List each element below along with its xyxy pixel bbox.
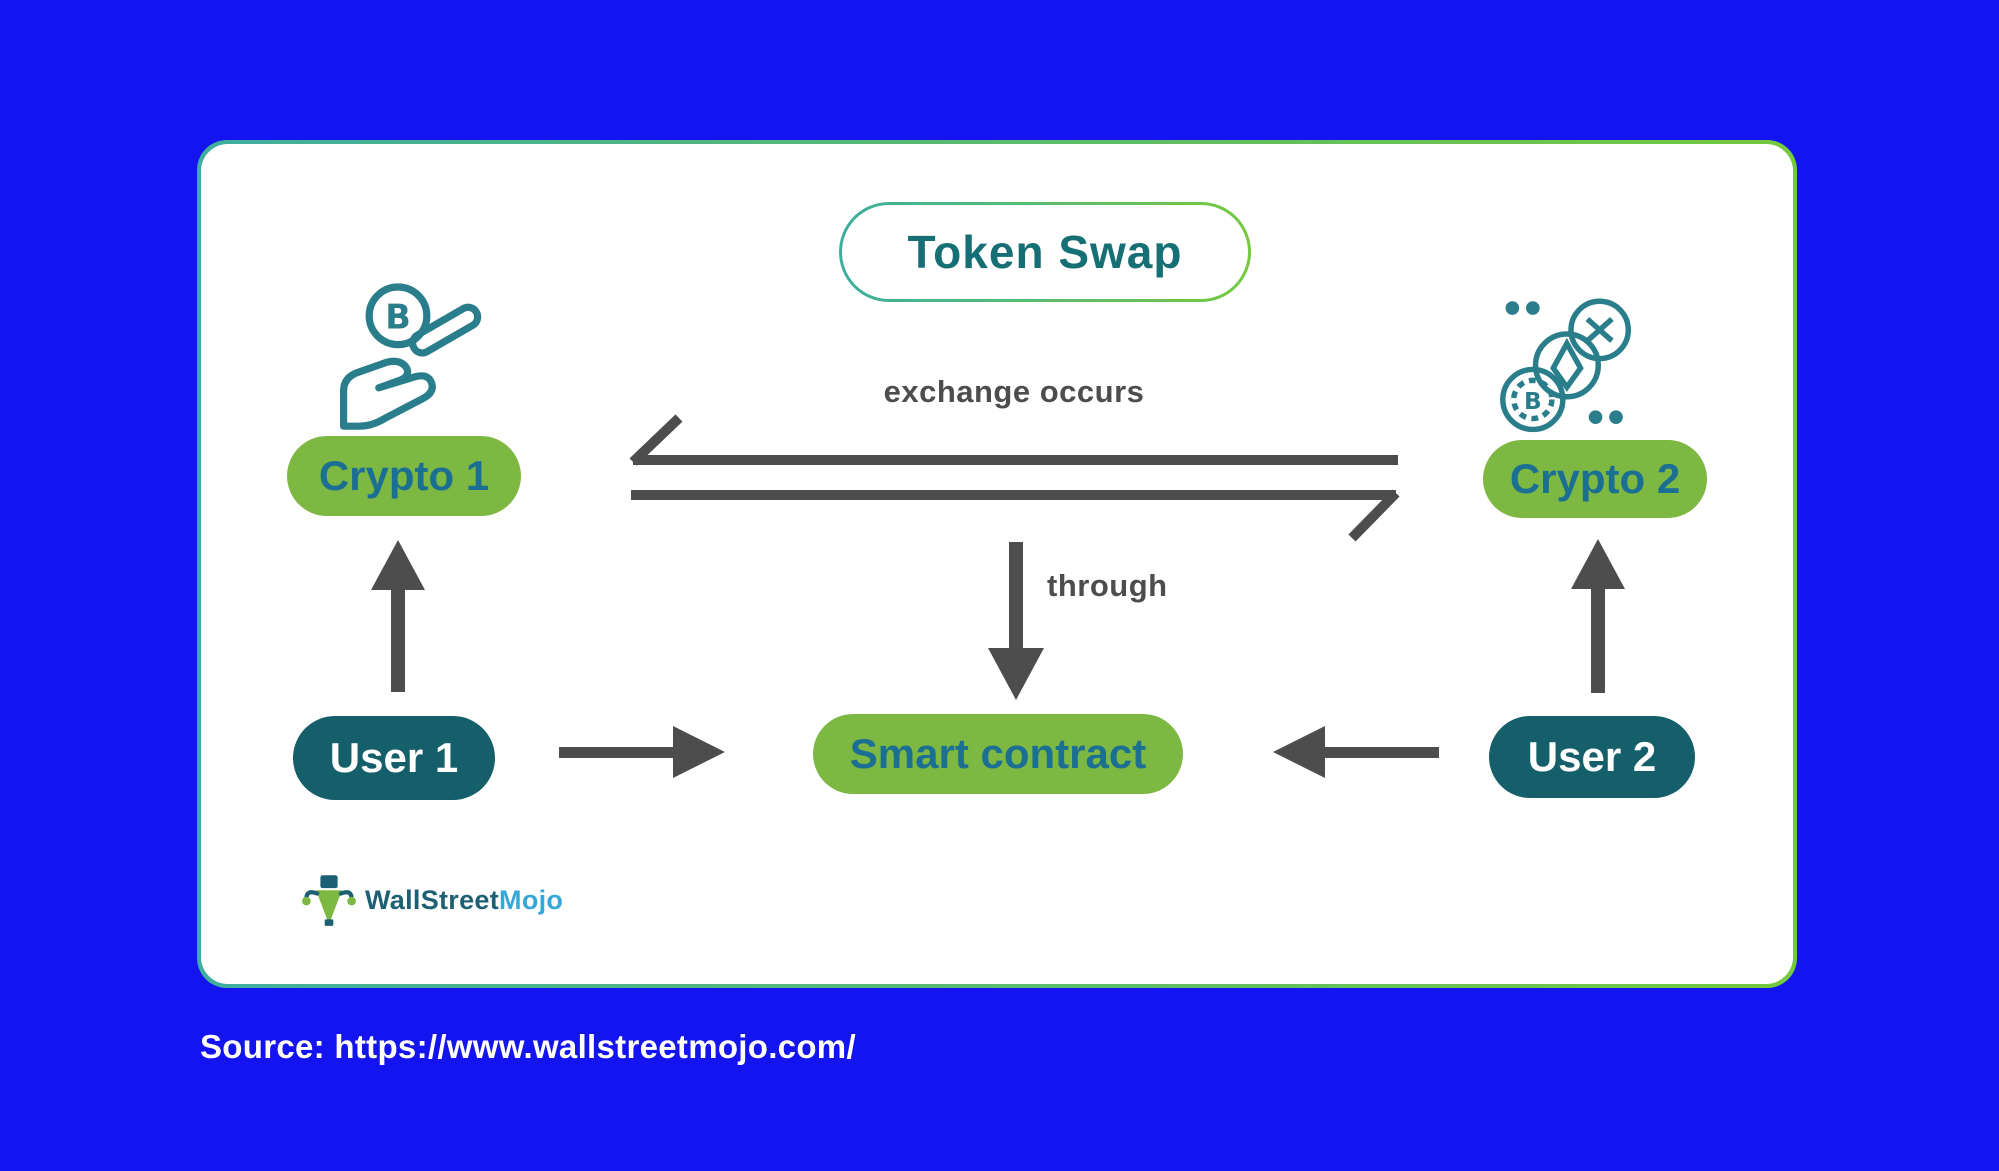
through-down-arrow — [988, 542, 1044, 700]
wallstreetmojo-mascot-icon — [302, 875, 356, 926]
exchange-double-arrow — [629, 414, 1400, 542]
source-text: Source: https://www.wallstreetmojo.com/ — [200, 1028, 856, 1065]
through-label: through — [1047, 568, 1168, 603]
user2-node: User 2 — [1489, 716, 1695, 798]
wallstreetmojo-logo-text: WallStreetMojo — [365, 885, 563, 916]
user2-to-smart-arrow — [1273, 726, 1439, 778]
title-pill: Token Swap — [839, 202, 1251, 302]
page-title: Token Swap — [842, 205, 1248, 299]
crypto-coins-icon: B — [1500, 298, 1631, 433]
user1-to-smart-arrow — [559, 726, 725, 778]
hand-holding-bitcoin-icon: B — [340, 283, 482, 430]
smart-contract-node: Smart contract — [813, 714, 1183, 794]
exchange-occurs-label: exchange occurs — [883, 374, 1145, 409]
user1-node: User 1 — [293, 716, 495, 800]
user1-to-crypto1-arrow — [371, 540, 425, 692]
logo-text-wallstreet: WallStreet — [365, 884, 500, 915]
logo-text-mojo: Mojo — [499, 884, 564, 915]
crypto1-node: Crypto 1 — [287, 436, 521, 516]
diagram-card-inner: Token Swap B — [201, 144, 1793, 984]
wallstreetmojo-logo: WallStreetMojo — [301, 872, 563, 928]
diagram-card: Token Swap B — [197, 140, 1797, 988]
user2-to-crypto2-arrow — [1571, 539, 1625, 693]
svg-text:B: B — [1524, 388, 1542, 415]
crypto2-node: Crypto 2 — [1483, 440, 1707, 518]
svg-text:B: B — [385, 298, 411, 337]
